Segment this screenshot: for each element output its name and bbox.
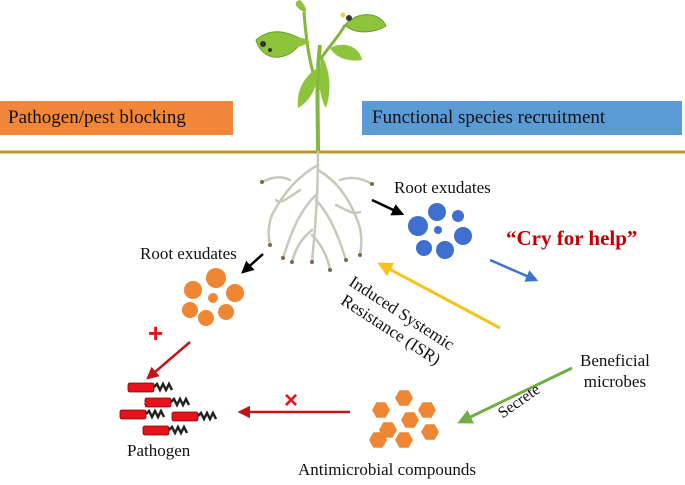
antimicrobial-hexagons	[369, 390, 439, 448]
arrow-root-to-blue-exudates	[371, 198, 405, 216]
arrow-isr	[377, 262, 501, 330]
beneficial-microbes-label: Beneficial microbes	[580, 351, 650, 391]
antimicrobial-hexagon	[369, 432, 387, 448]
root-tips	[260, 180, 374, 272]
functional-species-recruitment-box: Functional species recruitment	[362, 101, 682, 135]
pathogen-cluster	[119, 381, 218, 436]
block-symbol-cross: ×	[284, 387, 298, 414]
plant-shoot	[255, 0, 387, 153]
orange-exudate-cluster	[182, 268, 244, 326]
arrow-orange-to-pathogen	[146, 341, 191, 380]
arrow-secrete	[457, 366, 573, 424]
antimicrobial-hexagon	[421, 424, 439, 440]
root-exudates-label-right: Root exudates	[394, 178, 491, 197]
antimicrobial-hexagon	[395, 432, 413, 448]
cry-for-help-label: “Cry for help”	[506, 226, 638, 250]
pathogen-label: Pathogen	[127, 441, 191, 460]
pathogen-cell	[171, 410, 218, 422]
antimicrobial-hexagon	[395, 390, 413, 406]
pathogen-cell	[144, 396, 191, 408]
arrow-root-to-orange-exudates	[241, 253, 264, 274]
functional-species-recruitment-label: Functional species recruitment	[372, 107, 606, 128]
pathogen-pest-blocking-label: Pathogen/pest blocking	[8, 107, 186, 128]
antimicrobial-hexagon	[418, 402, 436, 418]
arrow-cry-for-help	[489, 258, 539, 282]
antimicrobial-compounds-label: Antimicrobial compounds	[298, 460, 477, 479]
pathogen-cell	[119, 408, 166, 420]
pathogen-cell	[127, 381, 174, 393]
antimicrobial-hexagon	[379, 422, 397, 438]
antimicrobial-hexagon	[372, 402, 390, 418]
plant-roots	[260, 150, 374, 272]
root-exudates-label-left: Root exudates	[140, 244, 237, 263]
block-symbol-plus: +	[148, 318, 163, 348]
antimicrobial-hexagon	[401, 412, 419, 428]
pathogen-cell	[142, 424, 189, 436]
pathogen-pest-blocking-box: Pathogen/pest blocking	[0, 101, 233, 135]
blue-exudate-cluster	[408, 203, 472, 259]
